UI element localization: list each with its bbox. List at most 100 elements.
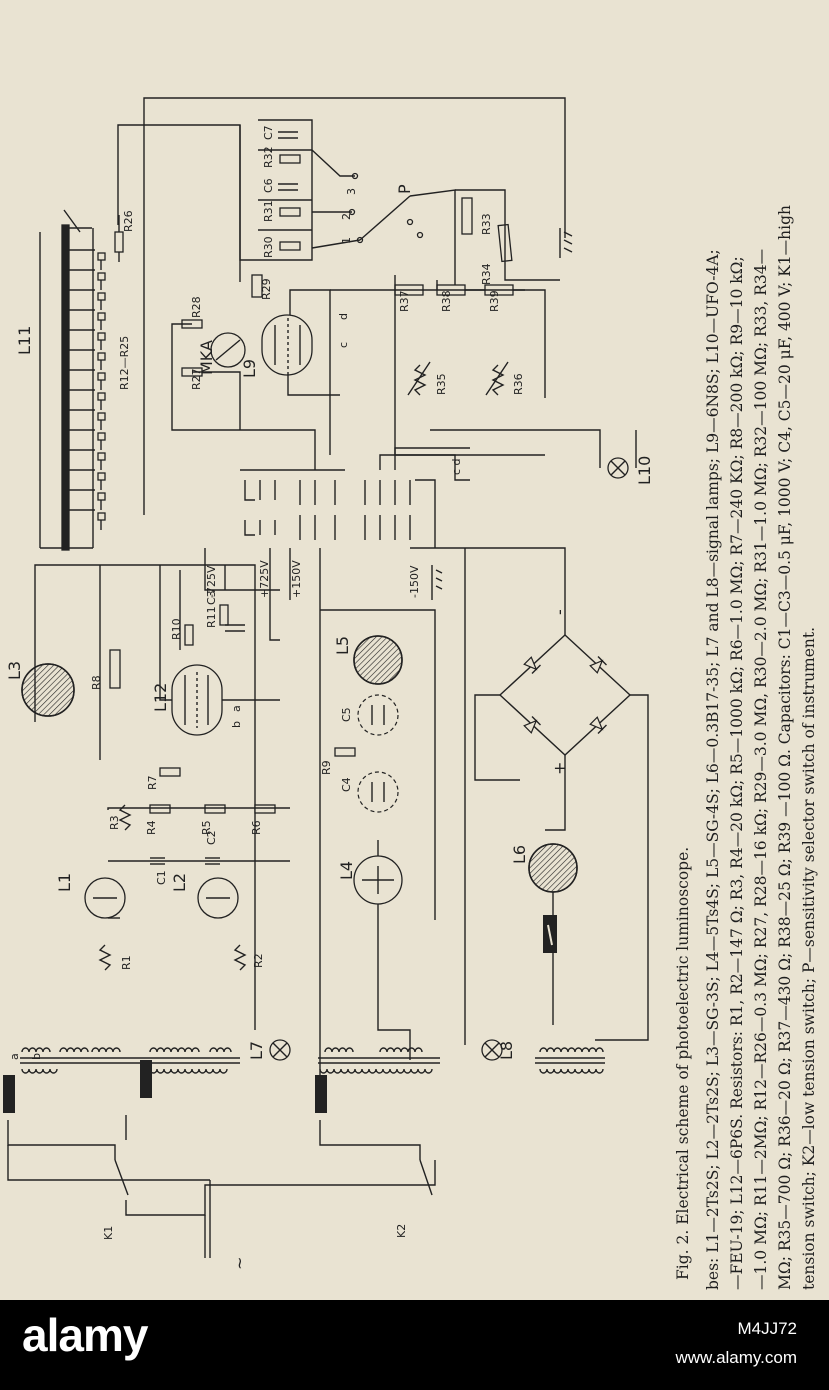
label-sw2: 2 [340,213,353,220]
l4-rectifier [353,855,403,905]
image-id: M4JJ72 [737,1319,797,1338]
label-p: P [395,184,414,194]
r31-resistor [279,207,301,217]
brand-url: www.alamy.com [675,1348,797,1367]
c3-capacitor [225,624,245,632]
caption-line-4: —1.0 MΩ; R11—2MΩ; R12—R26—0.3 MΩ; R27, R… [752,249,770,1290]
caption-line-1: Fig. 2. Electrical scheme of photoelectr… [674,847,692,1280]
l6-ballast [543,915,557,953]
r2-rheostat [233,944,247,971]
p-selector-switch [311,149,456,290]
label-c6: C6 [262,178,275,193]
fuse-2 [140,1060,152,1098]
label-a-pin: a [230,705,243,712]
label-r37: R37 [398,290,411,312]
r29-resistor [251,274,263,298]
l12-pentode [171,664,223,736]
label-l12: L12 [151,683,170,712]
label-k1: K1 [102,1226,115,1240]
bridge-diodes [523,656,607,734]
mka-microammeter [210,332,246,368]
circuit-diagram: L11 R26 R12—R25 MKA R27 R28 L9 c d R29 R… [3,97,818,1290]
label-r7: R7 [146,775,159,790]
label-r32: R32 [262,146,275,168]
r26-resistor [114,215,124,262]
label-l4: L4 [337,861,356,880]
label-r33: R33 [480,213,493,235]
c1-capacitor [150,857,165,865]
label-c4: C4 [340,777,353,792]
label-r12-r25: R12—R25 [118,336,131,390]
ground-symbol [559,228,573,258]
label-r26: R26 [122,210,135,232]
r8-potentiometer [109,649,121,689]
terminal-connector [240,469,411,540]
label-d-out: d [337,313,350,320]
label-mka: MKA [197,340,216,375]
label-l2: L2 [170,873,189,892]
label-c3: C3 [205,590,218,605]
r36-rheostat [485,361,509,396]
label-r2: R2 [252,953,265,968]
l8-lamp [481,1039,503,1061]
caption-line-6: tension switch; K2—low tension switch; P… [800,627,818,1290]
l1-rectifier [84,877,126,919]
caption-line-2: bes: L1—2Ts2S; L2—2Ts2S; L3—SG-3S; L4—5T… [704,249,722,1290]
label-mains-tilde: ~ [230,1257,249,1270]
fuse-1 [3,1075,15,1113]
r6-resistor [254,804,276,814]
k1-switch [7,1115,129,1196]
label-c7: C7 [262,125,275,140]
label-c2: C2 [205,830,218,845]
r4-resistor [149,804,171,814]
label-l7: L7 [247,1041,266,1060]
c7-capacitor [278,131,298,139]
label-r31: R31 [262,200,275,222]
label-l11: L11 [15,326,34,355]
label-r11: R11 [205,606,218,628]
label-k2: K2 [395,1224,408,1238]
label-r38: R38 [440,290,453,312]
label-v-p150: +150V [290,560,303,598]
label-l3: L3 [5,661,24,680]
label-r5: R5 [200,820,213,835]
label-l5: L5 [333,636,352,655]
label-v-m725: -725V [205,565,218,598]
label-sw3: 3 [345,188,358,195]
r30-resistor [279,241,301,251]
label-v-m150: -150V [408,565,421,598]
label-r27: R27 [190,368,203,390]
label-r30: R30 [262,236,275,258]
label-a-out: a [8,1053,21,1060]
label-r29: R29 [260,278,273,300]
transformer-coils [21,1047,604,1074]
label-r35: R35 [435,373,448,395]
r35-rheostat [407,361,431,396]
label-b-pin: b [230,721,243,728]
l2-rectifier [197,877,239,919]
label-l10: L10 [635,456,654,485]
label-b-out: b [30,1053,43,1060]
label-r10: R10 [170,618,183,640]
r10-resistor [184,624,194,646]
r32-resistor [279,154,301,164]
l9-triode [261,314,313,376]
label-sw1: 1 [340,237,353,244]
l6-lamp [528,843,578,893]
label-l8: L8 [497,1041,516,1060]
label-l9: L9 [240,359,259,378]
label-cd: c d [450,458,463,475]
l11-dynode-chain [66,249,106,530]
label-r6: R6 [250,820,263,835]
l10-lamp [430,429,637,479]
l11-photomultiplier [39,209,94,551]
r7-resistor [159,767,181,777]
label-r28: R28 [190,296,203,318]
r11-resistor [219,604,229,626]
l7-lamp [269,1039,291,1061]
figure-caption: Fig. 2. Electrical scheme of photoelectr… [674,205,818,1290]
c5-capacitor [357,694,399,736]
label-c-out: c [337,342,350,348]
power-transformers [20,1057,605,1064]
label-r1: R1 [120,955,133,970]
